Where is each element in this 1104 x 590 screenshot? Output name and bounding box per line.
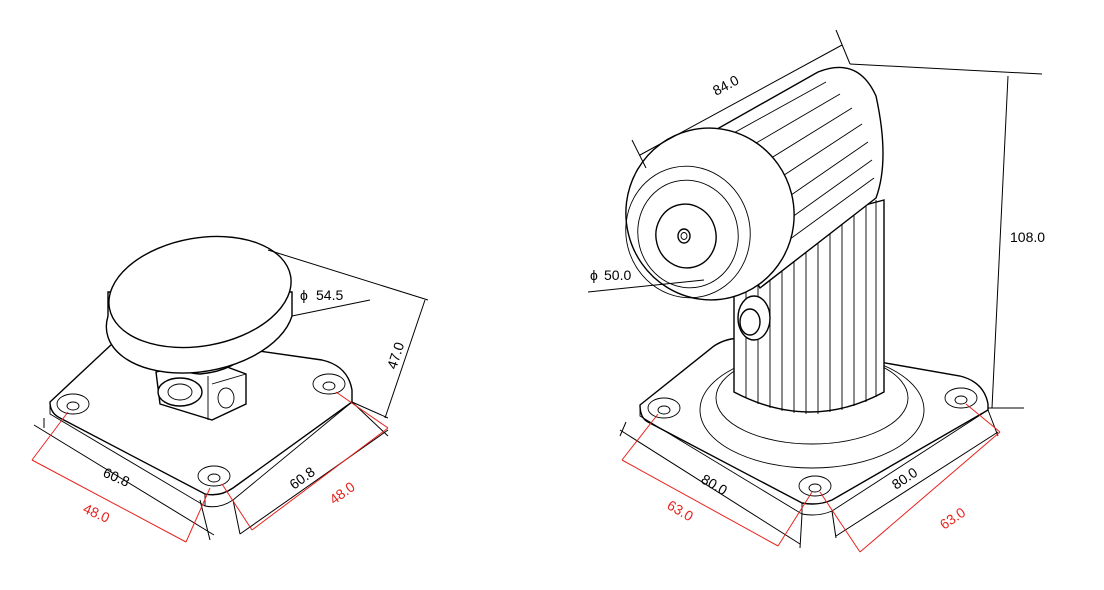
small-plate-holes bbox=[56, 373, 346, 487]
small-plate-width-left: 60.8 bbox=[101, 464, 133, 490]
large-length: 84.0 bbox=[710, 72, 742, 99]
large-hole-spacing-left: 63.0 bbox=[665, 497, 697, 525]
large-diameter-symbol: ϕ bbox=[590, 267, 598, 283]
large-base-plate bbox=[639, 337, 989, 516]
small-head-diameter: 54.5 bbox=[316, 287, 343, 303]
small-door-holder bbox=[49, 235, 353, 508]
small-hole-spacing-right: 48.0 bbox=[326, 478, 358, 507]
large-face-diameter: 50.0 bbox=[604, 267, 631, 283]
large-plate-holes bbox=[647, 387, 978, 497]
small-hole-spacing-left: 48.0 bbox=[81, 500, 113, 526]
large-height: 108.0 bbox=[1010, 229, 1045, 245]
small-height: 47.0 bbox=[384, 340, 408, 371]
large-plate-width-left: 80.0 bbox=[699, 471, 731, 499]
small-plate-width-right: 60.8 bbox=[286, 463, 318, 492]
large-plate-width-right: 80.0 bbox=[889, 464, 921, 493]
release-button bbox=[737, 295, 771, 341]
small-diameter-symbol: ϕ bbox=[300, 287, 308, 303]
large-door-holder bbox=[625, 66, 989, 516]
large-hole-spacing-right: 63.0 bbox=[937, 504, 969, 533]
small-holder-head bbox=[105, 235, 293, 374]
small-pivot-bracket bbox=[155, 359, 247, 421]
large-holder-face bbox=[625, 127, 795, 301]
